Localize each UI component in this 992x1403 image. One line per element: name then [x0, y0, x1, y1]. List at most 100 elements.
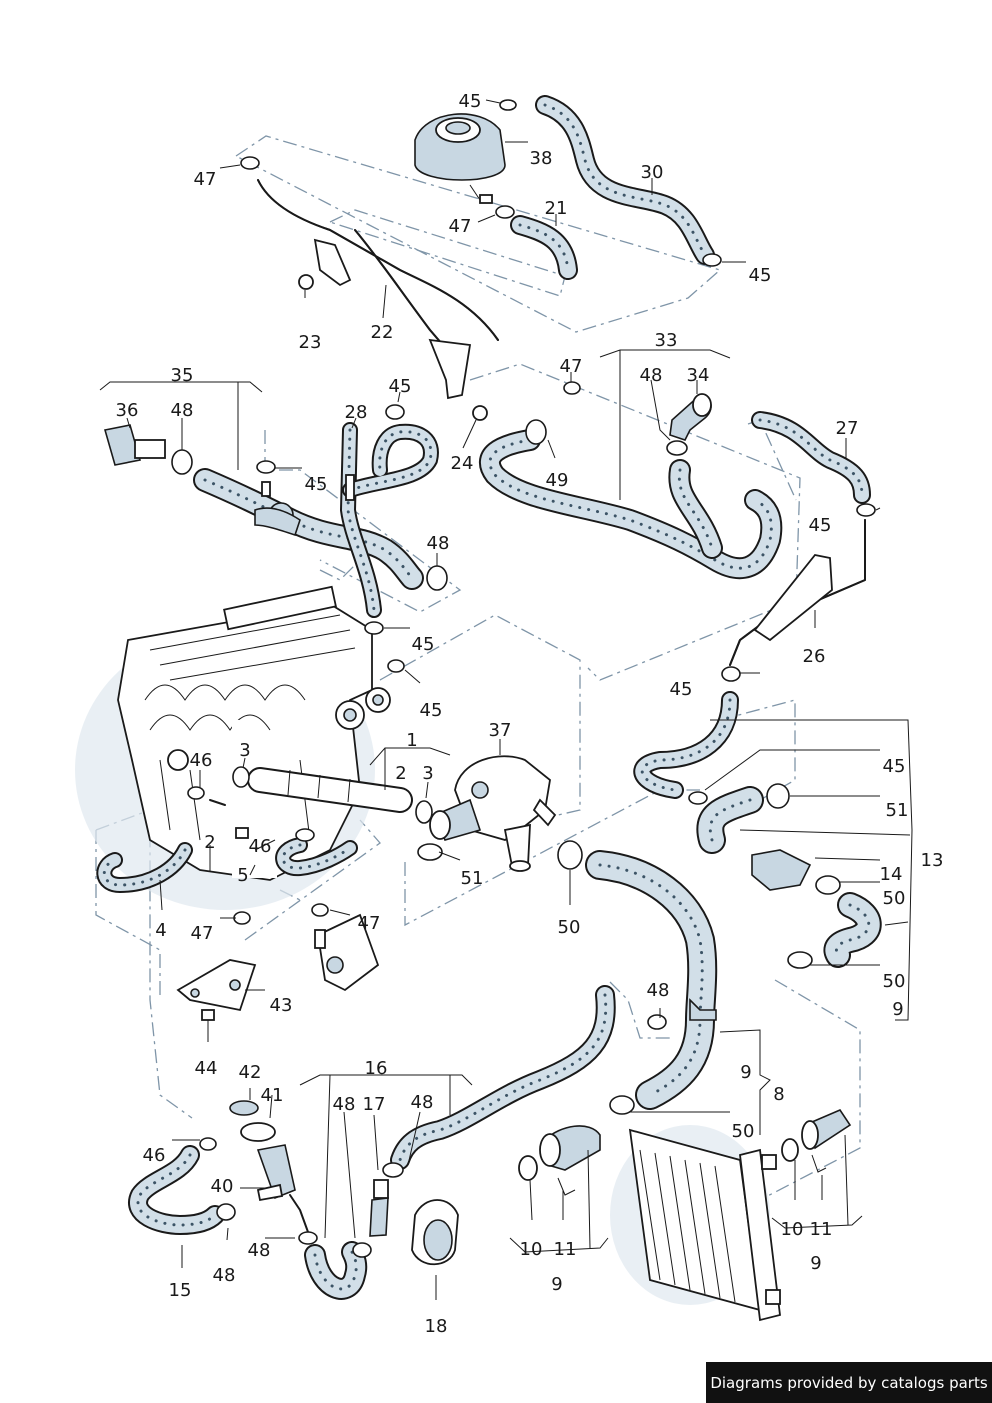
part-label: 5	[237, 865, 248, 886]
part-label: 4	[155, 920, 166, 941]
part-label: 51	[886, 800, 909, 821]
part-label: 10	[781, 1219, 804, 1240]
pipe-2	[209, 799, 226, 806]
bracket-43	[176, 959, 257, 1012]
part-label: 3	[239, 740, 250, 761]
part-label: 38	[530, 148, 553, 169]
hose-51-elbow	[696, 786, 764, 854]
part-label: 16	[365, 1058, 388, 1079]
part-label: 45	[459, 91, 482, 112]
hose-48-lower	[304, 1241, 368, 1300]
part-label: 48	[427, 533, 450, 554]
part-label: 42	[239, 1062, 262, 1083]
part-label: 43	[270, 995, 293, 1016]
hose-16	[390, 985, 616, 1170]
part-label: 48	[333, 1094, 356, 1115]
part-label: 41	[261, 1085, 284, 1106]
hoses	[96, 95, 882, 1300]
pipe-22	[257, 179, 499, 400]
part-label: 49	[546, 470, 569, 491]
part-label: 34	[687, 365, 710, 386]
part-label: 45	[389, 376, 412, 397]
part-label: 35	[171, 365, 194, 386]
oil-cooler	[314, 913, 380, 992]
part-label: 11	[554, 1239, 577, 1260]
part-label: 9	[892, 999, 903, 1020]
part-label: 45	[305, 474, 328, 495]
part-label: 46	[143, 1145, 166, 1166]
radiator	[610, 1125, 781, 1322]
part-label: 45	[420, 700, 443, 721]
hose-35	[193, 468, 424, 590]
part-label: 27	[836, 418, 859, 439]
part-label: 1	[406, 730, 417, 751]
part-label: 47	[194, 169, 217, 190]
bracket-18	[411, 1199, 459, 1266]
part-label: 13	[921, 850, 944, 871]
part-label: 47	[358, 913, 381, 934]
part-label: 14	[880, 864, 903, 885]
part-label: 22	[371, 322, 394, 343]
part-label: 3	[422, 763, 433, 784]
parts	[103, 113, 852, 1322]
part-label: 33	[655, 330, 678, 351]
part-label: 51	[461, 868, 484, 889]
part-label: 48	[411, 1092, 434, 1113]
hose-28	[340, 422, 439, 618]
hose-13-upper	[633, 691, 739, 799]
part-label: 11	[810, 1219, 833, 1240]
hose-50-big	[585, 850, 718, 1110]
part-label: 48	[640, 365, 663, 386]
part-label: 21	[545, 198, 568, 219]
part-label: 24	[451, 453, 474, 474]
part-label: 18	[425, 1316, 448, 1337]
part-label: 47	[449, 216, 472, 237]
part-label: 47	[560, 356, 583, 377]
flange-left	[518, 1125, 601, 1196]
part-label: 45	[412, 634, 435, 655]
part-label: 48	[171, 400, 194, 421]
hose-30	[535, 95, 715, 265]
pipe-26	[729, 519, 866, 666]
part-label: 48	[248, 1240, 271, 1261]
part-label: 10	[520, 1239, 543, 1260]
part-label: 36	[116, 400, 139, 421]
part-label: 47	[191, 923, 214, 944]
leader-lines	[99, 99, 913, 1300]
part-label: 45	[809, 515, 832, 536]
pipe-1	[247, 767, 413, 813]
part-label: 9	[810, 1253, 821, 1274]
part-label: 45	[749, 265, 772, 286]
part-label: 50	[558, 917, 581, 938]
part-label: 40	[211, 1176, 234, 1197]
bolt-44	[201, 1009, 215, 1030]
hose-27	[751, 411, 871, 504]
hose-21	[510, 215, 578, 280]
part-labels: 45 38 47 30 47 21 45 23 22 33 47 48 34 3…	[116, 91, 944, 1337]
pump-assembly	[229, 1100, 309, 1233]
part-label: 46	[249, 836, 272, 857]
part-label: 8	[773, 1084, 784, 1105]
expansion-tank	[414, 113, 506, 204]
part-label: 17	[363, 1094, 386, 1115]
part-label: 9	[740, 1062, 751, 1083]
hose-33	[479, 429, 783, 580]
part-label: 48	[647, 980, 670, 1001]
part-36	[103, 424, 166, 466]
part-label: 37	[489, 720, 512, 741]
part-label: 50	[883, 971, 906, 992]
hose-4	[96, 842, 193, 893]
part-label: 50	[883, 888, 906, 909]
hose-5	[275, 837, 358, 877]
part-label: 48	[213, 1265, 236, 1286]
part-label: 28	[345, 402, 368, 423]
fittings	[235, 274, 812, 1021]
hose-15	[128, 1145, 225, 1235]
clamps	[171, 99, 876, 1258]
part-label: 45	[883, 756, 906, 777]
elbow-34	[669, 393, 712, 441]
part-label: 30	[641, 162, 664, 183]
part-label: 2	[204, 832, 215, 853]
